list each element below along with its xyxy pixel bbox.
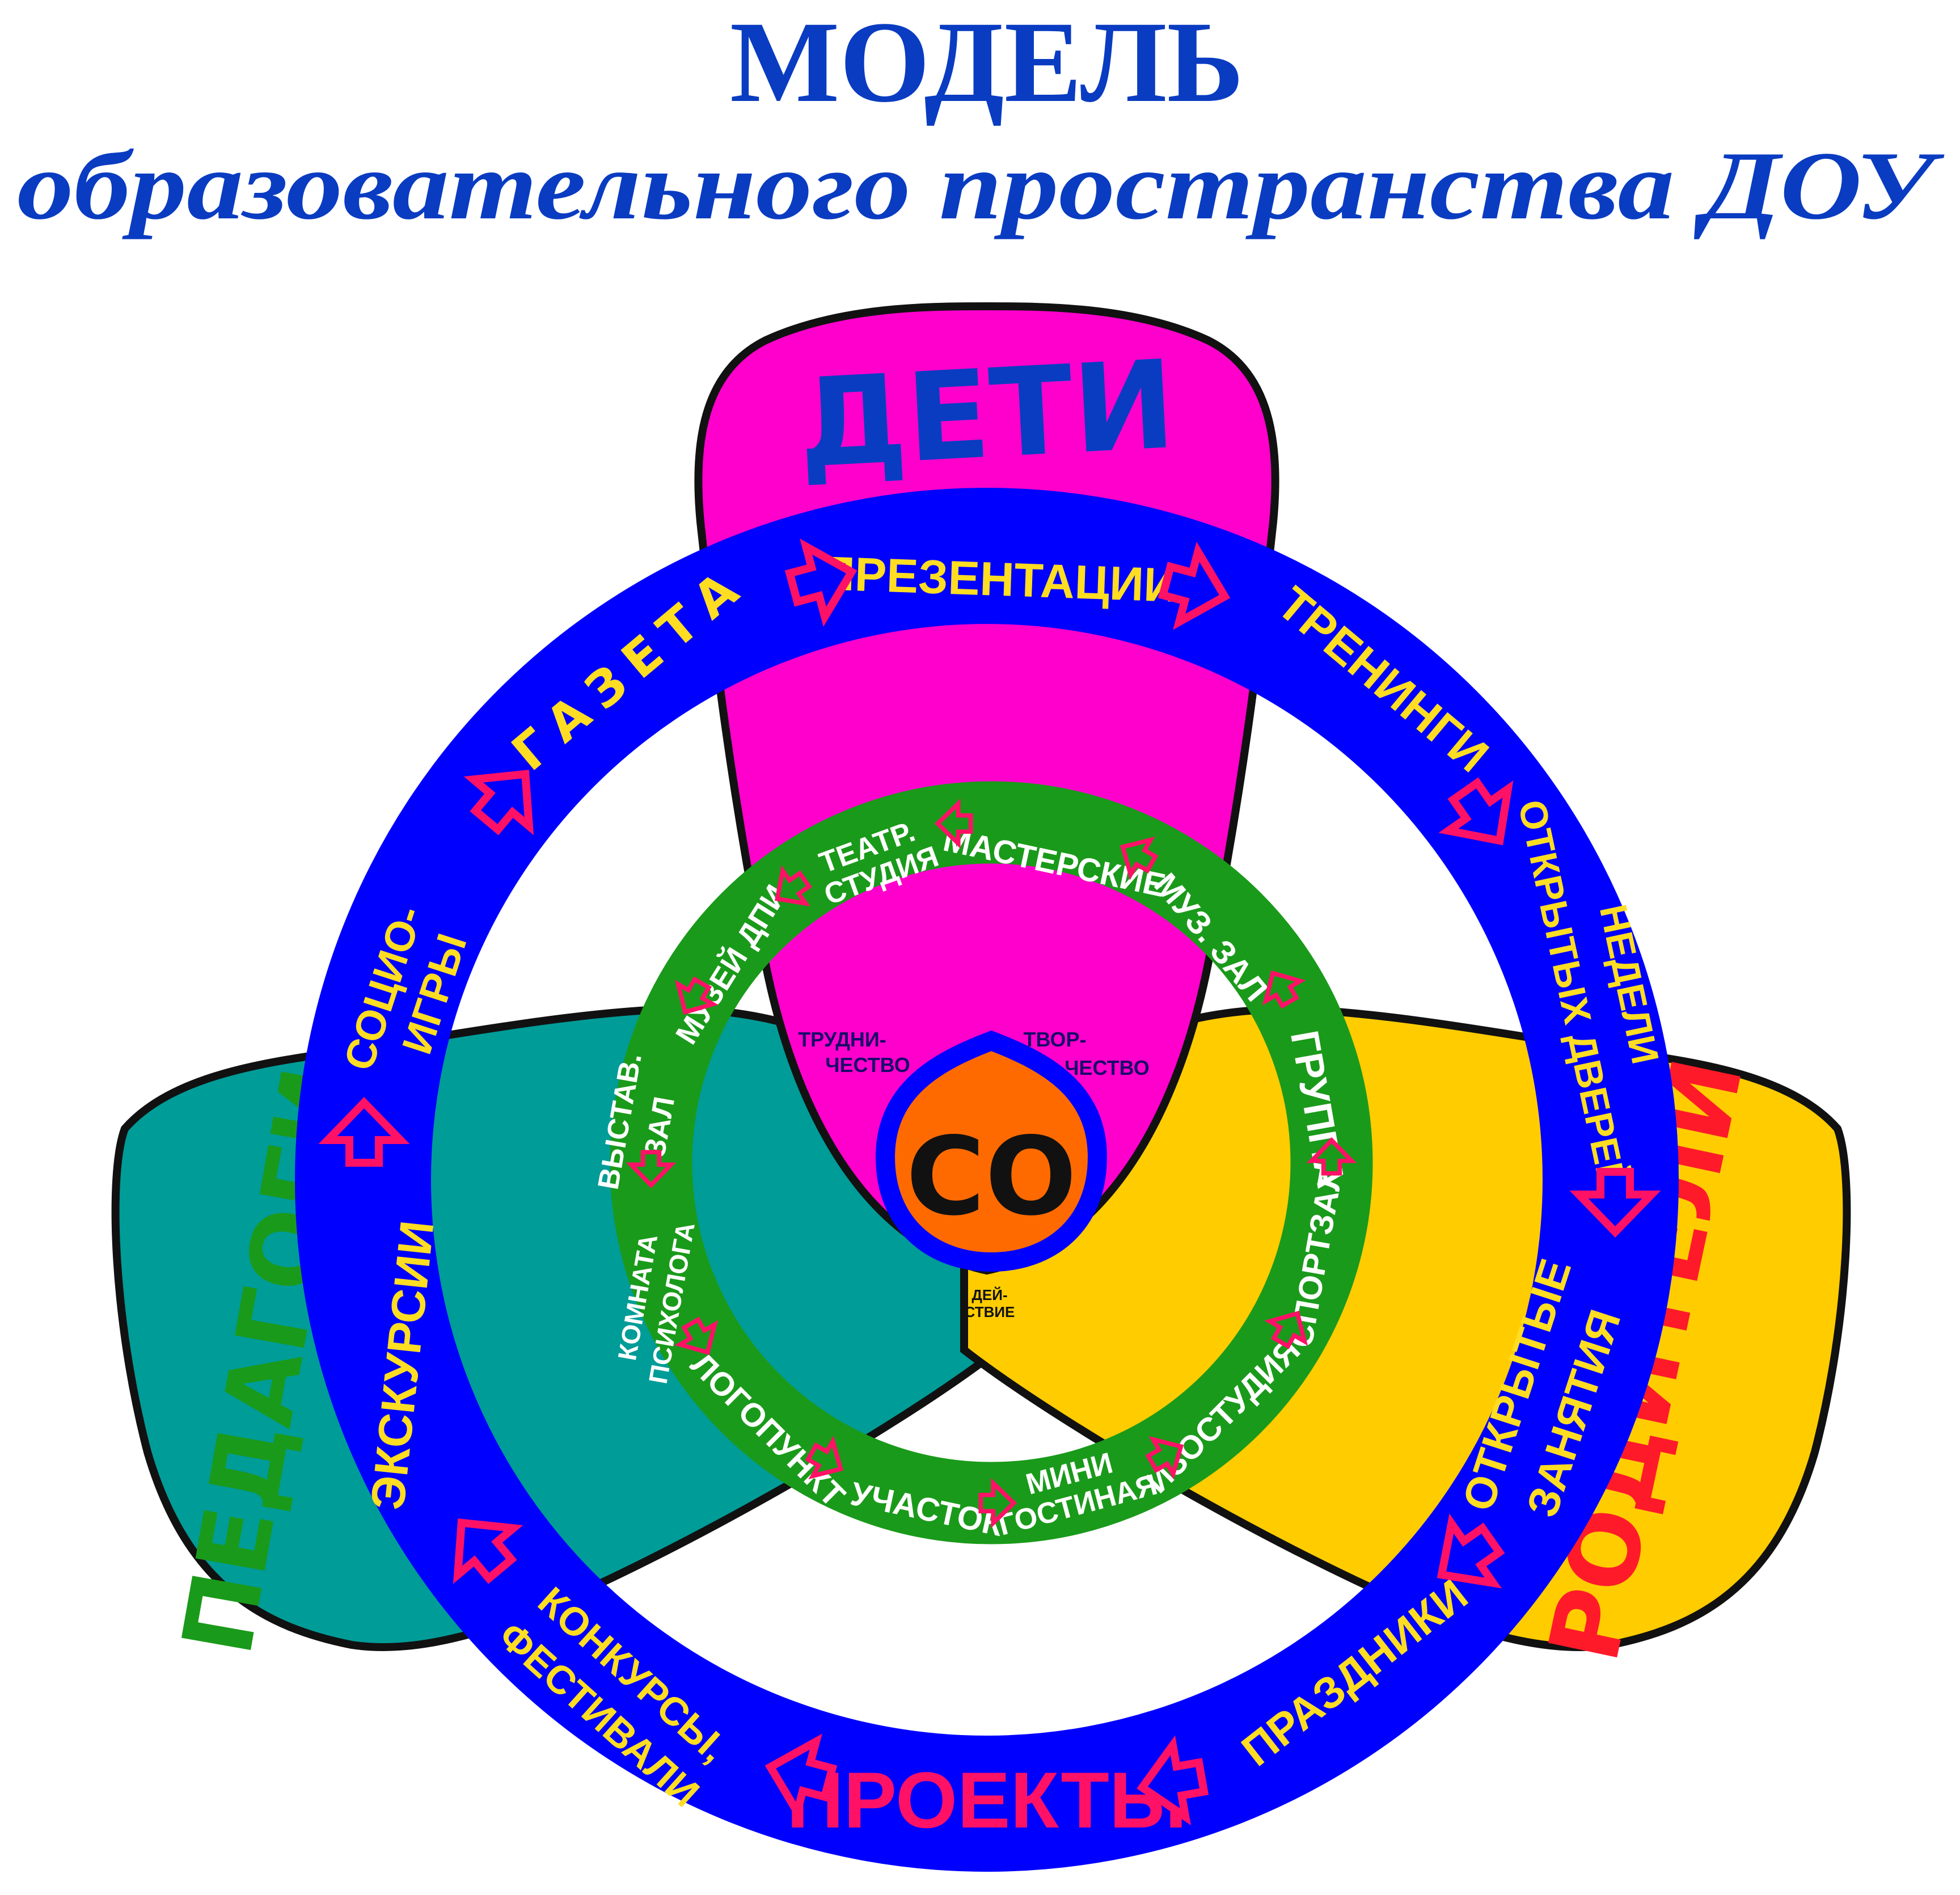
center-note-bottom-line2: СТВИЕ	[965, 1303, 1015, 1320]
center-label: СО	[906, 1114, 1077, 1239]
center-note-left-line1: ТРУДНИ-	[798, 1028, 886, 1051]
deti-label: ДЕТИ	[795, 334, 1178, 495]
outer-label-proekty: ПРОЕКТЫ	[787, 1755, 1187, 1845]
center-note-bottom-line1: ДЕЙ-	[971, 1286, 1007, 1303]
diagram-subtitle: образовательного пространства ДОУ	[17, 132, 1945, 240]
outer-label-prezentacii: ПРЕЗЕНТАЦИИ	[820, 546, 1178, 612]
center-note-right-line2: ЧЕСТВО	[1065, 1056, 1150, 1079]
center-note-left-line2: ЧЕСТВО	[825, 1053, 910, 1077]
diagram-title: МОДЕЛЬ	[730, 0, 1244, 126]
center-note-right-line1: ТВОР-	[1023, 1028, 1086, 1051]
center-drop	[875, 1030, 1108, 1272]
